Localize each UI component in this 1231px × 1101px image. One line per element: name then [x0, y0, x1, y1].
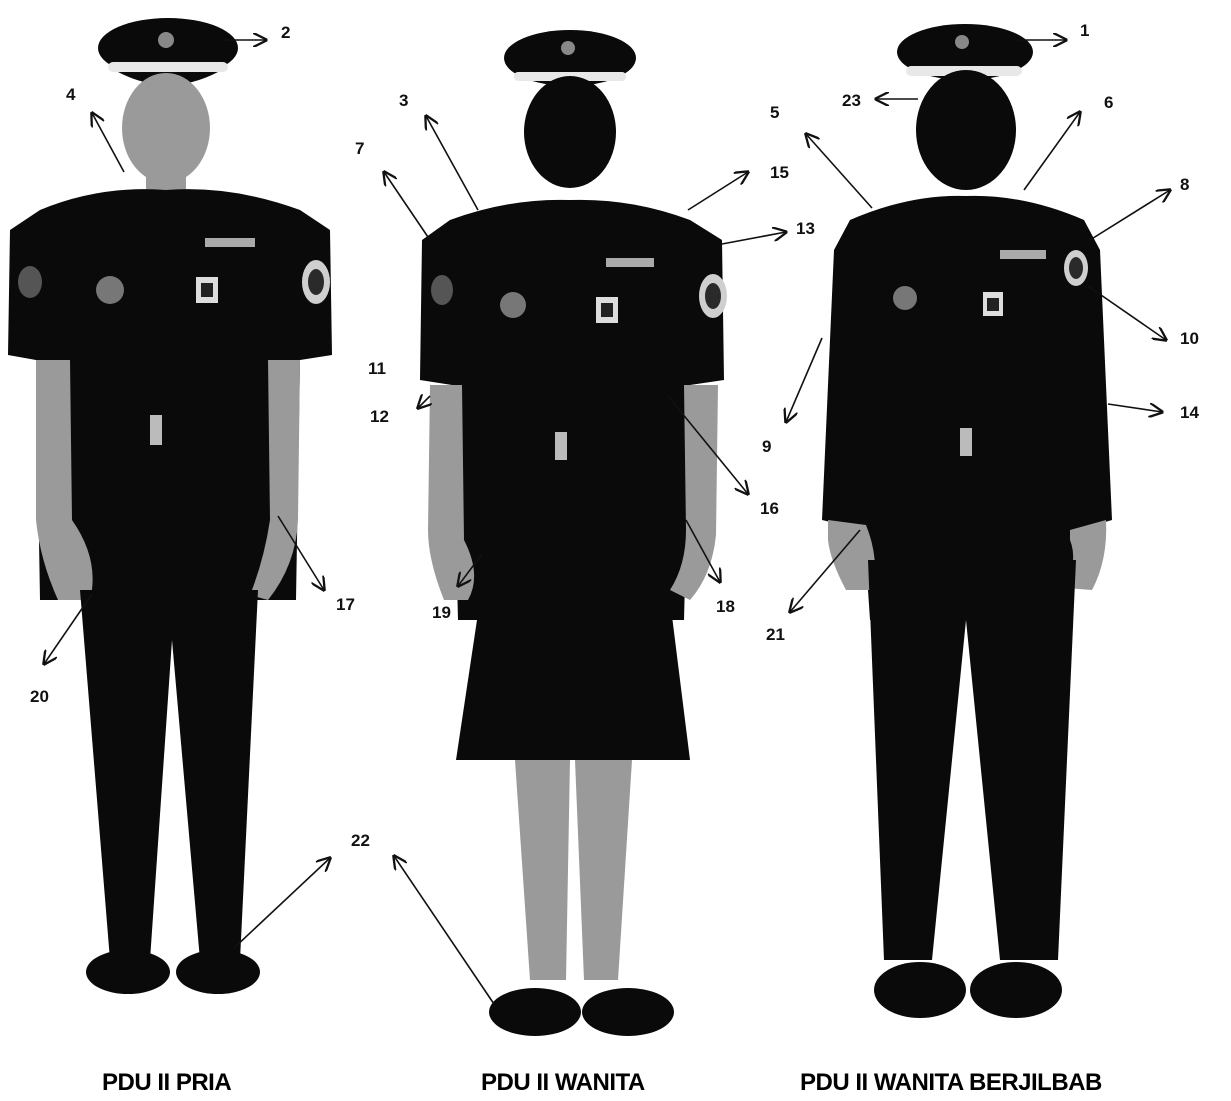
skirt-wanita — [456, 600, 690, 760]
arrow-12 — [418, 396, 430, 408]
arrow-8 — [1090, 190, 1170, 240]
callout-label-7: 7 — [355, 139, 364, 158]
head-jilbab — [916, 70, 1016, 190]
callout-label-14: 14 — [1180, 403, 1199, 422]
arrow-3 — [426, 116, 478, 210]
figure-jilbab — [822, 24, 1112, 1018]
callout-label-22: 22 — [351, 831, 370, 850]
arrow-6 — [1024, 112, 1080, 190]
callout-label-10: 10 — [1180, 329, 1199, 348]
head-wanita — [524, 76, 616, 188]
arrow-22a — [234, 858, 330, 948]
arrow-14 — [1108, 404, 1162, 412]
callout-label-20: 20 — [30, 687, 49, 706]
callout-label-4: 4 — [66, 85, 76, 104]
arrow-22b — [394, 856, 494, 1004]
arrow-15 — [688, 172, 748, 210]
callout-label-2: 2 — [281, 23, 290, 42]
callout-label-1: 1 — [1080, 21, 1089, 40]
callout-label-5: 5 — [770, 103, 779, 122]
callout-label-19: 19 — [432, 603, 451, 622]
caption-wanita: PDU II WANITA — [481, 1069, 645, 1096]
figure-wanita — [420, 30, 727, 1036]
arrow-5 — [806, 134, 872, 208]
caption-wanita-berjilbab: PDU II WANITA BERJILBAB — [800, 1069, 1102, 1096]
figure-pria — [8, 18, 332, 994]
arrow-9 — [786, 338, 822, 422]
callout-label-16: 16 — [760, 499, 779, 518]
callout-label-3: 3 — [399, 91, 408, 110]
arrow-4 — [92, 113, 124, 172]
callout-label-12: 12 — [370, 407, 389, 426]
arrow-13 — [722, 232, 786, 244]
callout-label-8: 8 — [1180, 175, 1189, 194]
trousers-pria — [80, 590, 258, 960]
callout-label-6: 6 — [1104, 93, 1113, 112]
callout-label-17: 17 — [336, 595, 355, 614]
callout-label-21: 21 — [766, 625, 785, 644]
callout-label-11: 11 — [368, 359, 386, 378]
callout-label-18: 18 — [716, 597, 735, 616]
trousers-jilbab — [868, 560, 1076, 960]
callout-label-15: 15 — [770, 163, 789, 182]
callout-label-23: 23 — [842, 91, 861, 110]
captions: PDU II PRIA PDU II WANITA PDU II WANITA … — [102, 1069, 1102, 1096]
callout-label-9: 9 — [762, 437, 771, 456]
head-pria — [122, 73, 210, 183]
hand-left-jilbab — [828, 520, 875, 590]
caption-pria: PDU II PRIA — [102, 1069, 231, 1096]
arrow-7 — [384, 172, 430, 240]
callout-label-13: 13 — [796, 219, 815, 238]
